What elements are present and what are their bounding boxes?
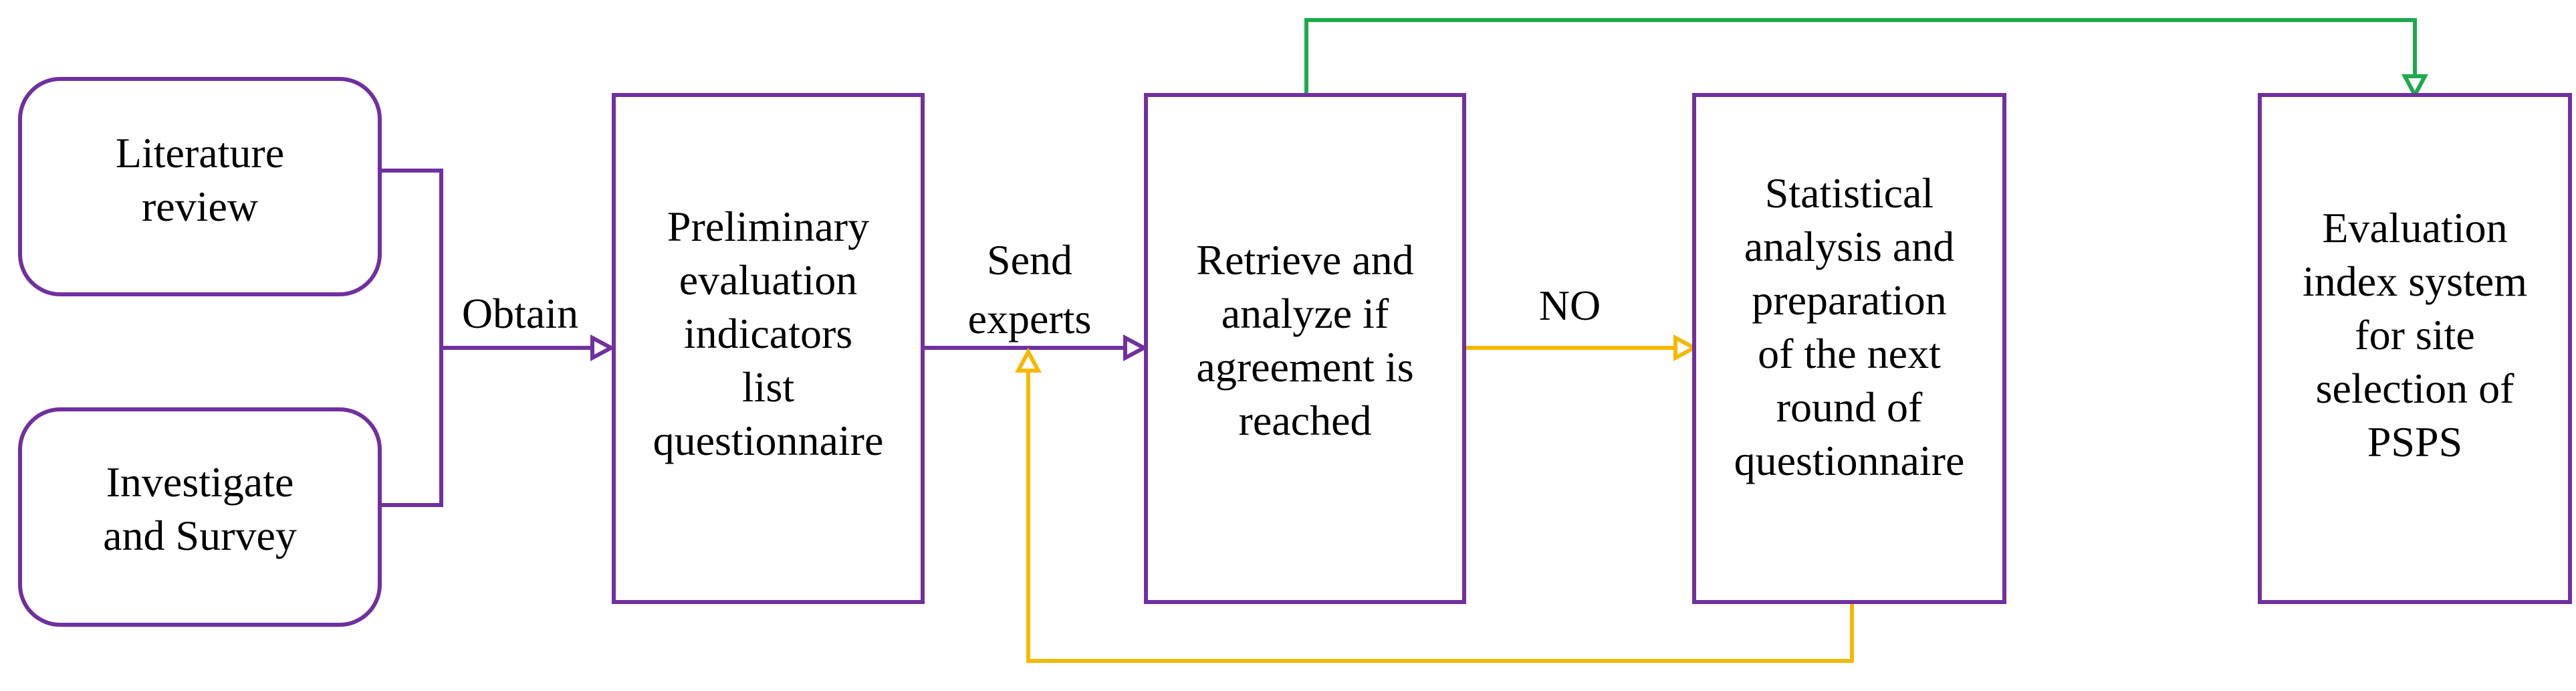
- text-line: analysis and: [1744, 223, 1955, 270]
- literature-review-text: Literature review: [116, 129, 284, 230]
- obtain-arrowhead: [590, 334, 616, 362]
- text-line: indicators: [684, 310, 852, 357]
- text-line: experts: [968, 295, 1092, 342]
- text-line: questionnaire: [653, 417, 884, 464]
- text-line: Investigate: [106, 458, 294, 506]
- feedback-loop-connector: [1026, 369, 1854, 663]
- preliminary-questionnaire-text: Preliminary evaluation indicators list quest…: [653, 203, 884, 464]
- node-texts: Literature review Investigate and Survey P…: [103, 129, 2527, 559]
- text-line: Send: [987, 236, 1072, 284]
- evaluation-index-text: Evaluation index system for site selection …: [2303, 204, 2527, 466]
- obtain-label: Obtain: [462, 290, 578, 337]
- text-line: Preliminary: [667, 203, 869, 250]
- text-line: review: [142, 183, 258, 230]
- text-line: index system: [2303, 258, 2527, 305]
- agreement-arrowhead: [2401, 74, 2429, 100]
- text-line: agreement is: [1196, 343, 1413, 391]
- statistical-analysis-node: [1692, 93, 2006, 604]
- connectors: [380, 18, 2429, 663]
- obtain-connector: [380, 169, 594, 507]
- text-line: selection of: [2316, 365, 2514, 412]
- no-arrowhead: [1673, 334, 1699, 362]
- text-line: evaluation: [679, 256, 858, 304]
- text-line: and Survey: [103, 512, 297, 559]
- text-line: questionnaire: [1734, 437, 1965, 484]
- text-line: for site: [2355, 311, 2475, 359]
- investigate-survey-node: [18, 407, 382, 627]
- text-line: analyze if: [1221, 290, 1389, 337]
- no-label: NO: [1539, 282, 1601, 329]
- text-line: round of: [1776, 383, 1923, 431]
- text-line: Literature: [116, 129, 284, 177]
- evaluation-index-node: [2258, 93, 2572, 604]
- retrieve-analyze-node: [1144, 93, 1466, 604]
- send-experts-arrowhead: [1123, 334, 1149, 362]
- edge-labels: Obtain Send experts NO: [462, 236, 1601, 342]
- send-experts-label: Send experts: [968, 236, 1092, 342]
- preliminary-questionnaire-node: [612, 93, 925, 604]
- text-line: preparation: [1752, 276, 1946, 324]
- text-line: Retrieve and: [1196, 236, 1413, 284]
- agreement-connector: [1304, 18, 2417, 95]
- text-line: Statistical: [1765, 169, 1934, 217]
- text-line: PSPS: [2367, 418, 2462, 466]
- text-line: Evaluation: [2322, 204, 2507, 252]
- text-line: of the next: [1758, 330, 1941, 377]
- retrieve-analyze-text: Retrieve and analyze if agreement is reache…: [1196, 236, 1413, 444]
- literature-review-node: [18, 77, 382, 296]
- nodes: [18, 77, 2572, 627]
- investigate-survey-text: Investigate and Survey: [103, 458, 297, 559]
- text-line: reached: [1239, 397, 1372, 444]
- feedback-loop-arrowhead: [1014, 347, 1042, 373]
- text-line: list: [742, 363, 794, 411]
- statistical-analysis-text: Statistical analysis and preparation of the…: [1734, 169, 1965, 484]
